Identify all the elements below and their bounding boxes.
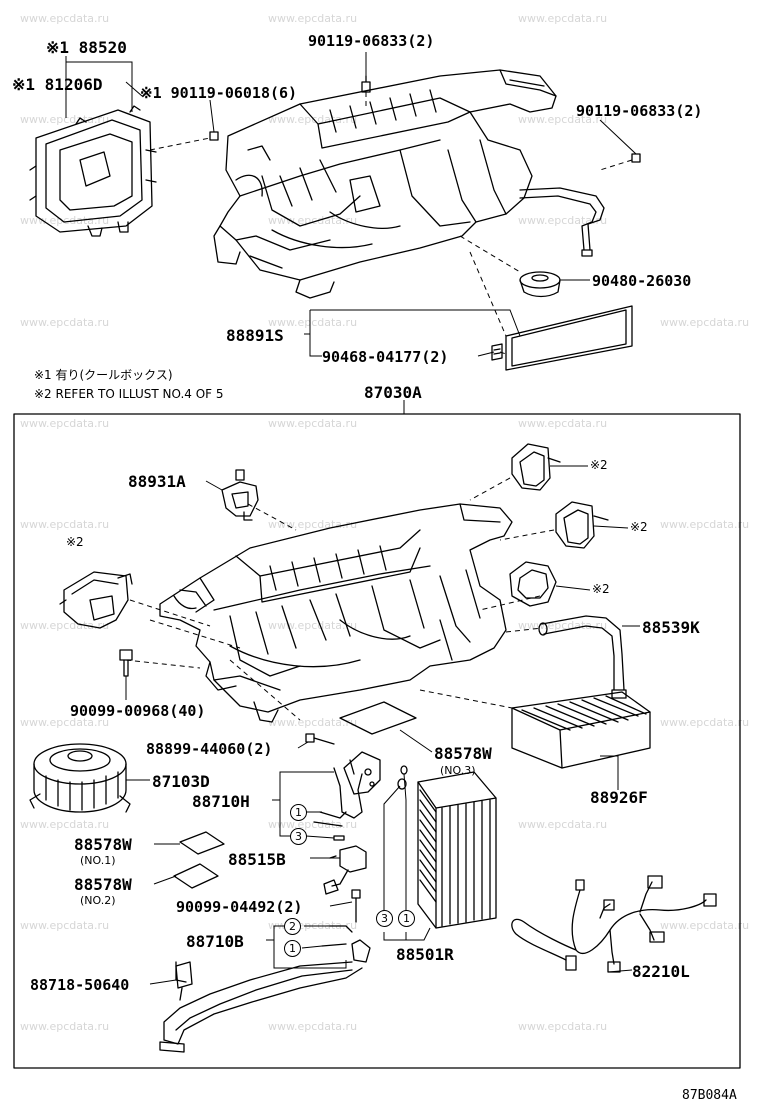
grommet (519, 271, 561, 298)
watermark: www.epcdata.ru (518, 619, 608, 632)
watermark: www.epcdata.ru (268, 417, 358, 430)
servo-right-a (511, 443, 561, 491)
lower-hvac-unit (159, 503, 513, 723)
ref-note-c: ※2 (630, 520, 648, 534)
hose-88539k (538, 615, 627, 699)
watermark: www.epcdata.ru (518, 1020, 608, 1033)
bracket-88931a (221, 469, 259, 521)
part-90480-26030-label: 90480-26030 (592, 272, 692, 290)
wire-harness-82210l (511, 875, 717, 973)
part-88891s-label: 88891S (226, 326, 284, 345)
watermark: www.epcdata.ru (20, 518, 110, 531)
watermark: www.epcdata.ru (20, 619, 110, 632)
part-88931a-label: 88931A (128, 472, 186, 491)
part-81206d-label: ※1 81206D (12, 75, 103, 94)
watermark: www.epcdata.ru (268, 316, 358, 329)
upper-hvac-unit (209, 69, 641, 299)
blower-motor-87103d (29, 743, 131, 813)
watermark: www.epcdata.ru (660, 518, 750, 531)
part-90119-06018-label: ※1 90119-06018(6) (140, 84, 298, 102)
watermark: www.epcdata.ru (20, 12, 110, 25)
pad-no1 (179, 831, 225, 855)
watermark: www.epcdata.ru (518, 12, 608, 25)
watermark: www.epcdata.ru (20, 919, 110, 932)
note-2: ※2 REFER TO ILLUST NO.4 OF 5 (34, 387, 224, 401)
watermark: www.epcdata.ru (268, 818, 358, 831)
part-88578w-no1-label: 88578W (74, 835, 132, 854)
part-90119-06833-right-label: 90119-06833(2) (576, 102, 703, 120)
part-82210l-label: 82210L (632, 962, 690, 981)
part-88578w-no2-sub: (NO.2) (80, 894, 116, 907)
watermark: www.epcdata.ru (268, 113, 358, 126)
part-88578w-no1-sub: (NO.1) (80, 854, 116, 867)
part-90468-04177-label: 90468-04177(2) (322, 348, 449, 366)
circle-marker-1: 1 (398, 910, 415, 927)
note-1: ※1 有り(クールボックス) (34, 368, 173, 382)
circle-marker-3: 3 (290, 828, 307, 845)
watermark: www.epcdata.ru (20, 113, 110, 126)
figure-code: 87B084A (682, 1088, 737, 1103)
servo-right-c (509, 561, 557, 607)
watermark: www.epcdata.ru (518, 417, 608, 430)
part-88718-50640-label: 88718-50640 (30, 976, 130, 994)
watermark: www.epcdata.ru (660, 919, 750, 932)
watermark: www.epcdata.ru (20, 818, 110, 831)
sensor-88515b (323, 845, 367, 895)
screw-88899-44060 (305, 733, 335, 745)
watermark: www.epcdata.ru (268, 214, 358, 227)
watermark: www.epcdata.ru (20, 316, 110, 329)
cool-box-module (29, 105, 157, 237)
part-90119-06833-top-label: 90119-06833(2) (308, 32, 435, 50)
part-88926f-label: 88926F (590, 788, 648, 807)
part-88899-44060-label: 88899-44060(2) (146, 740, 273, 758)
part-90099-00968-label: 90099-00968(40) (70, 702, 206, 720)
circle-marker-1: 1 (284, 940, 301, 957)
watermark: www.epcdata.ru (518, 818, 608, 831)
part-88710h-label: 88710H (192, 792, 250, 811)
servo-left (59, 571, 133, 629)
part-87103d-label: 87103D (152, 772, 210, 791)
pipe-88710h (313, 751, 381, 841)
watermark: www.epcdata.ru (518, 113, 608, 126)
watermark: www.epcdata.ru (660, 716, 750, 729)
watermark: www.epcdata.ru (20, 1020, 110, 1033)
ref-note-a: ※2 (66, 535, 84, 549)
watermark: www.epcdata.ru (268, 716, 358, 729)
watermark: www.epcdata.ru (660, 316, 750, 329)
part-88501r-label: 88501R (396, 945, 454, 964)
part-90099-04492-label: 90099-04492(2) (176, 898, 303, 916)
part-88710b-label: 88710B (186, 932, 244, 951)
watermark: www.epcdata.ru (268, 518, 358, 531)
watermark: www.epcdata.ru (518, 214, 608, 227)
ref-note-b: ※2 (590, 458, 608, 472)
circle-marker-2: 2 (284, 918, 301, 935)
watermark: www.epcdata.ru (20, 417, 110, 430)
servo-right-b (555, 501, 609, 549)
watermark: www.epcdata.ru (268, 1020, 358, 1033)
watermark: www.epcdata.ru (268, 12, 358, 25)
part-88515b-label: 88515B (228, 850, 286, 869)
evaporator-88501r (397, 765, 497, 929)
screw-90099-00968 (119, 649, 133, 677)
circle-marker-3: 3 (376, 910, 393, 927)
watermark: www.epcdata.ru (20, 716, 110, 729)
part-88578w-no3-sub: (NO.3) (440, 764, 476, 777)
pad-no3 (339, 701, 417, 735)
part-88539k-label: 88539K (642, 618, 700, 637)
part-88578w-no3-label: 88578W (434, 744, 492, 763)
ref-note-d: ※2 (592, 582, 610, 596)
cover-plate (505, 305, 633, 371)
watermark: www.epcdata.ru (20, 214, 110, 227)
circle-marker-1: 1 (290, 804, 307, 821)
part-88520-label: ※1 88520 (46, 38, 127, 57)
filter-88926f (511, 691, 651, 769)
part-87030a-label: 87030A (364, 383, 422, 402)
part-88578w-no2-label: 88578W (74, 875, 132, 894)
pad-no2 (173, 863, 219, 889)
screw-90099-04492 (351, 889, 361, 923)
assembly-frame (13, 413, 741, 1069)
